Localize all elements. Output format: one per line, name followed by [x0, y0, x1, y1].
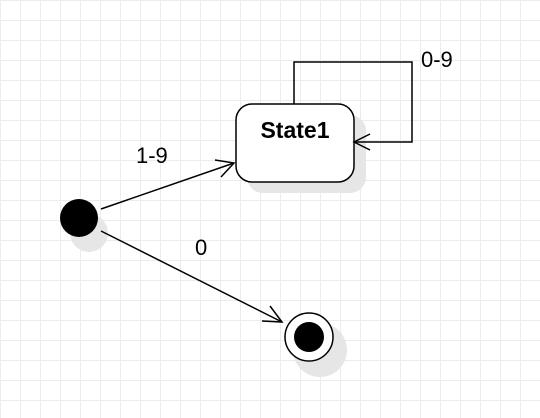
final-state-inner-dot — [294, 322, 324, 352]
transition-initial-to-state1[interactable]: 1-9 — [100, 143, 236, 210]
transition-state1-self-loop-label: 0-9 — [421, 47, 453, 72]
state1-label: State1 — [260, 117, 329, 143]
state1-box — [235, 103, 355, 183]
transition-initial-to-final-line — [100, 230, 283, 323]
initial-state-node[interactable] — [60, 199, 108, 252]
transition-initial-to-state1-arrowhead — [214, 159, 236, 178]
transition-state1-self-loop-arrowhead — [352, 133, 371, 151]
transition-initial-to-final[interactable]: 0 — [100, 230, 284, 323]
transition-state1-self-loop[interactable]: 0-9 — [293, 47, 453, 151]
transition-state1-self-loop-line — [293, 61, 413, 143]
final-state-node[interactable] — [284, 312, 347, 377]
transition-initial-to-final-arrowhead — [261, 305, 284, 323]
transition-initial-to-state1-label: 1-9 — [136, 143, 168, 168]
transition-initial-to-final-label: 0 — [195, 235, 207, 260]
state1-node[interactable]: State1 — [235, 103, 366, 193]
initial-state-dot — [60, 199, 98, 237]
transition-initial-to-state1-line — [100, 162, 235, 210]
